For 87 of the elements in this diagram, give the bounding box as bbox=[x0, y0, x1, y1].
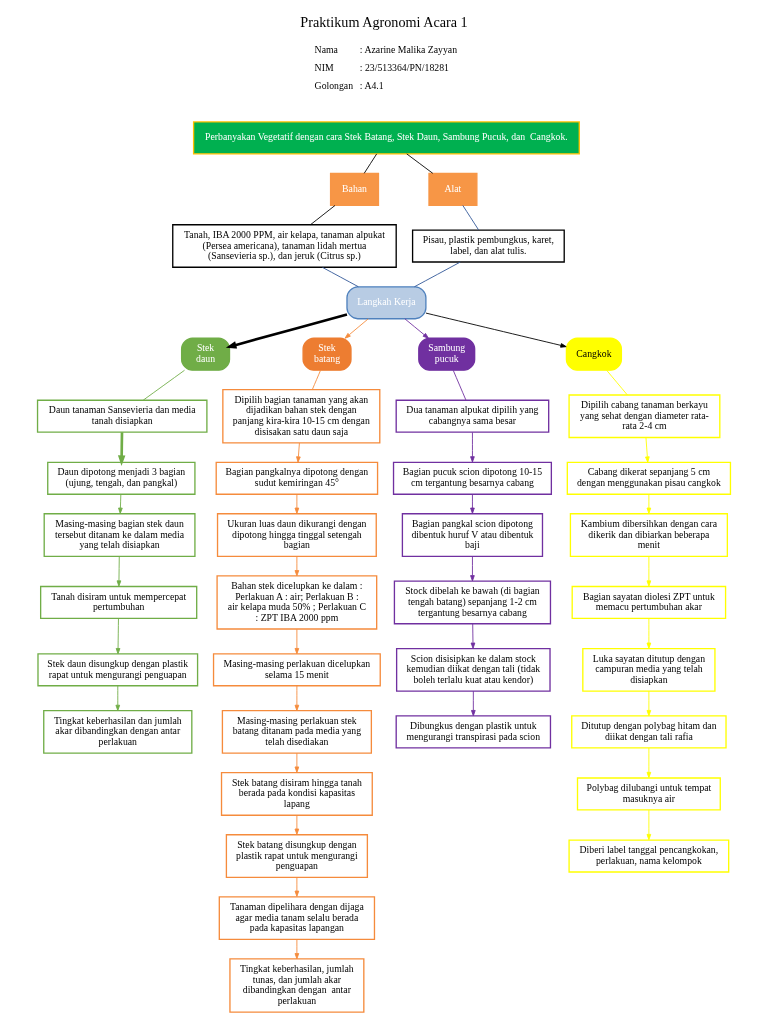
connector bbox=[310, 205, 336, 225]
arrow bbox=[470, 494, 475, 514]
node-box: Sambung pucuk bbox=[418, 337, 476, 371]
node-box: Daun dipotong menjadi 3 bagian (ujung, tengah, dan pangkal) bbox=[47, 461, 196, 495]
node-box: Stek daun bbox=[180, 337, 231, 371]
node-box: Stek batang bbox=[302, 337, 352, 371]
arrow bbox=[115, 618, 121, 655]
node-box: Stek batang disiram hingga tanah berada pada kondisi kapasitas lapang bbox=[220, 772, 373, 816]
node-box: Langkah Kerja bbox=[346, 286, 427, 320]
connector bbox=[322, 266, 359, 288]
node-box: Perbanyakan Vegetatif dengan cara Stek Batang, Stek Daun, Sambung Pucuk, dan Cangkok. bbox=[192, 121, 580, 155]
node-box: Bagian sayatan diolesi ZPT untuk memacu pertumbuhan akar bbox=[571, 585, 727, 620]
node-box: Bagian pangkal scion dipotong dibentuk huruf V atau dibentuk baji bbox=[401, 513, 544, 557]
label: : 23/513364/PN/18281 bbox=[359, 62, 449, 74]
node-box: Luka sayatan ditutup dengan campuran media yang telah disiapkan bbox=[582, 647, 716, 692]
arrow bbox=[646, 494, 652, 514]
node-box: Dipilih cabang tanaman berkayu yang sehat dengan diameter rata- rata 2-4 cm bbox=[568, 394, 721, 439]
node-box: Dua tanaman alpukat dipilih yang cabangnya sama besar bbox=[395, 399, 550, 433]
node-box: Tingkat keberhasilan, jumlah tunas, dan jumlah akar dibandingkan dengan antar perlakuan bbox=[229, 958, 365, 1013]
connector bbox=[363, 153, 378, 174]
node-box: Tanaman dipelihara dengan dijaga agar media tanam selalu berada pada kapasitas lapangan bbox=[218, 896, 376, 941]
node-box: Tanah, IBA 2000 PPM, air kelapa, tanaman alpukat (Persea americana), tanaman lidah mertua (Sansevieria sp.), dan jeruk (Citrus sp.) bbox=[172, 224, 397, 268]
node-box: Ditutup dengan polybag hitam dan diikat dengan tali rafia bbox=[571, 715, 727, 749]
arrow bbox=[118, 494, 123, 514]
node-box: Ukuran luas daun dikurangi dengan dipotong hingga tinggal setengah bagian bbox=[216, 513, 377, 557]
node-box: Cangkok bbox=[565, 337, 623, 371]
connector bbox=[606, 369, 628, 396]
node-box: Bahan stek dicelupkan ke dalam : Perlakuan A : air; Perlakuan B : air kelapa muda 50% ; Perlakuan C : ZPT IBA 2000 ppm bbox=[216, 575, 378, 630]
arrow bbox=[225, 313, 348, 349]
connector bbox=[142, 369, 185, 401]
node-box: Dipilih bagian tanaman yang akan dijadikan bahan stek dengan panjang kira-kira 10-15 cm dengan disisakan satu daun saja bbox=[222, 388, 381, 444]
arrow bbox=[294, 752, 300, 773]
node-box: Kambium dibersihkan dengan cara dikerik dan dibiarkan beberapa menit bbox=[569, 513, 728, 557]
connector bbox=[462, 205, 480, 231]
arrow bbox=[646, 690, 652, 717]
label: : A4.1 bbox=[359, 79, 384, 91]
arrow bbox=[115, 685, 121, 711]
arrow bbox=[646, 618, 652, 649]
connector bbox=[414, 261, 461, 288]
arrow bbox=[470, 431, 475, 463]
arrow bbox=[294, 628, 300, 655]
node-box: Stock dibelah ke bawah (di bagian tengah batang) sepanjang 1-2 cm tergantung besarnya cabang bbox=[393, 580, 552, 625]
arrow bbox=[294, 555, 300, 577]
arrow bbox=[294, 814, 300, 835]
node-box: Tanah disiram untuk mempercepat pertumbuhan bbox=[40, 585, 198, 620]
arrow bbox=[404, 318, 429, 339]
label: NIM bbox=[314, 62, 334, 74]
node-box: Bahan bbox=[329, 172, 380, 206]
connector bbox=[406, 153, 434, 174]
node-box: Masing-masing bagian stek daun tersebut ditanam ke dalam media yang telah disiapkan bbox=[43, 513, 196, 557]
arrow bbox=[471, 690, 476, 717]
node-box: Stek batang disungkup dengan plastik rapat untuk mengurangi penguapan bbox=[225, 834, 369, 878]
arrow bbox=[470, 623, 476, 649]
node-box: Stek daun disungkup dengan plastik rapat untuk mengurangi penguapan bbox=[37, 653, 199, 687]
arrow bbox=[425, 312, 567, 348]
arrow bbox=[294, 494, 300, 514]
arrow bbox=[646, 747, 652, 779]
node-box: Alat bbox=[428, 172, 478, 206]
arrow bbox=[294, 876, 300, 897]
label: Nama bbox=[314, 44, 338, 56]
node-box: Tingkat keberhasilan dan jumlah akar dibandingkan dengan antar perlakuan bbox=[43, 709, 193, 754]
node-box: Daun tanaman Sansevieria dan media tanah disiapkan bbox=[36, 399, 208, 433]
connector bbox=[311, 369, 321, 391]
arrow bbox=[470, 555, 475, 582]
arrow bbox=[294, 685, 300, 711]
diagram-title: Praktikum Agronomi Acara 1 bbox=[300, 13, 468, 30]
node-box: Bagian pucuk scion dipotong 10-15 cm tergantung besarnya cabang bbox=[392, 461, 552, 495]
node-box: Diberi label tanggal pencangkokan, perlakuan, nama kelompok bbox=[568, 839, 730, 873]
arrow bbox=[646, 809, 652, 841]
node-box: Masing-masing perlakuan dicelupkan selama 15 menit bbox=[212, 653, 381, 687]
arrow bbox=[645, 437, 650, 463]
node-box: Polybag dilubangi untuk tempat masuknya air bbox=[576, 777, 721, 811]
node-box: Cabang dikerat sepanjang 5 cm dengan menggunakan pisau cangkok bbox=[566, 461, 732, 495]
node-box: Pisau, plastik pembungkus, karet, label, dan alat tulis. bbox=[411, 229, 565, 263]
node-box: Dibungkus dengan plastik untuk mengurangi transpirasi pada scion bbox=[395, 715, 552, 749]
node-box: Masing-masing perlakuan stek batang ditanam pada media yang telah disediakan bbox=[221, 709, 373, 754]
connector bbox=[452, 369, 467, 401]
label: : Azarine Malika Zayyan bbox=[359, 44, 458, 56]
arrow bbox=[344, 318, 369, 339]
arrow bbox=[296, 442, 301, 463]
node-box: Bagian pangkalnya dipotong dengan sudut kemiringan 45° bbox=[215, 461, 379, 495]
arrow bbox=[117, 432, 126, 466]
arrow bbox=[116, 555, 122, 587]
arrow bbox=[294, 938, 300, 960]
node-box: Scion disisipkan ke dalam stock kemudian diikat dengan tali (tidak boleh terlalu kuat atau kendor) bbox=[395, 647, 551, 692]
arrow bbox=[646, 555, 652, 587]
label: Golongan bbox=[314, 79, 354, 91]
